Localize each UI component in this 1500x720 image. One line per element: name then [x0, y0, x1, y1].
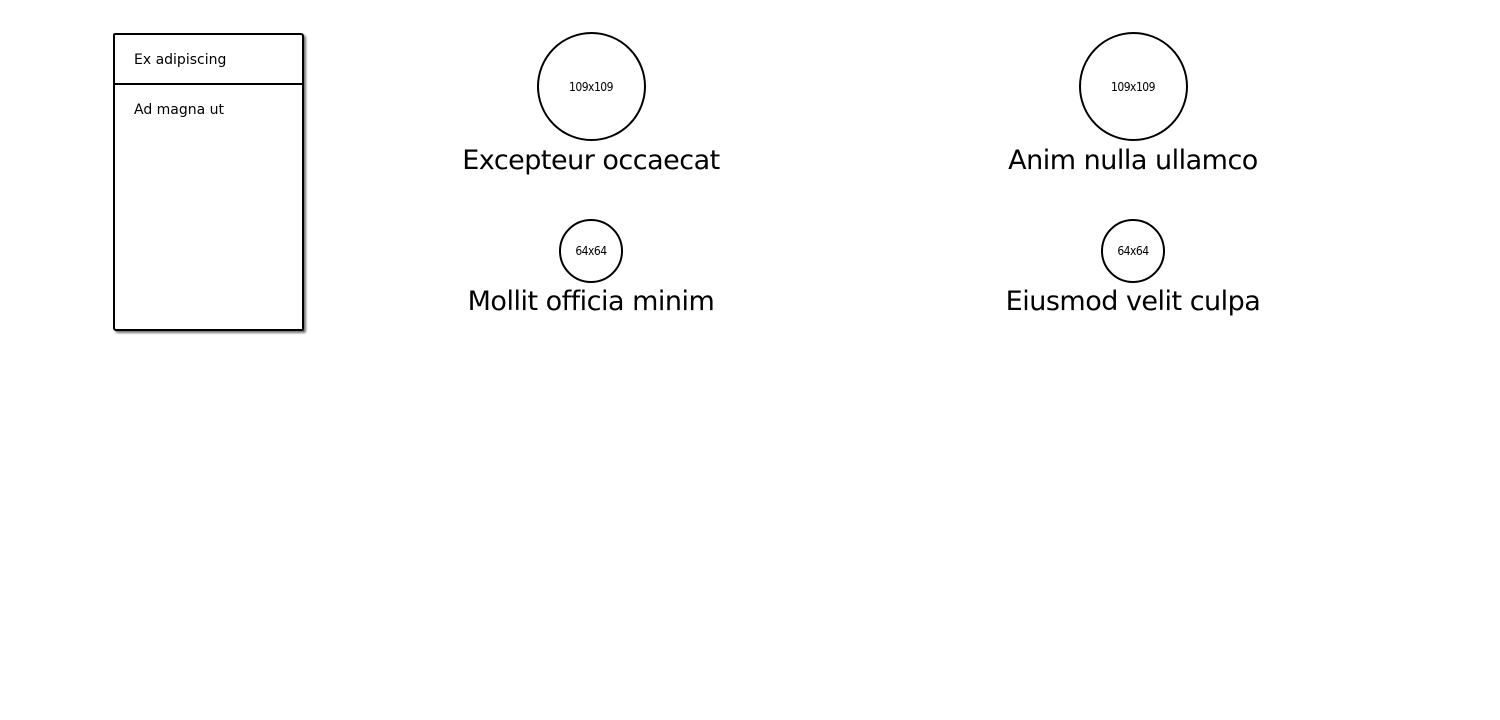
- menu-item-ad-magna-ut[interactable]: Ad magna ut: [115, 85, 302, 133]
- avatar-size-label: 109x109: [1110, 79, 1156, 94]
- avatar-size-label: 64x64: [575, 244, 607, 258]
- avatar-name: Mollit officia minim: [467, 286, 715, 317]
- menu-item-label: Ad magna ut: [134, 102, 225, 118]
- avatar[interactable]: 109x109: [1078, 32, 1188, 141]
- avatar-name: Eiusmod velit culpa: [1005, 286, 1261, 317]
- avatar[interactable]: 64x64: [559, 219, 623, 283]
- avatar[interactable]: 64x64: [1101, 219, 1165, 283]
- avatar-card: 64x64 Eiusmod velit culpa: [1000, 219, 1266, 315]
- avatar-card: 64x64 Mollit officia minim: [457, 219, 725, 315]
- menu-item-ex-adipiscing[interactable]: Ex adipiscing: [115, 35, 302, 85]
- avatar-name: Anim nulla ullamco: [1008, 145, 1258, 176]
- avatar-card: 109x109 Anim nulla ullamco: [1000, 32, 1266, 174]
- avatar-name: Excepteur occaecat: [462, 145, 720, 176]
- avatar[interactable]: 109x109: [536, 32, 646, 141]
- avatar-size-label: 64x64: [1117, 244, 1149, 258]
- avatar-size-label: 109x109: [568, 79, 614, 94]
- menu-item-label: Ex adipiscing: [134, 52, 227, 68]
- avatar-card: 109x109 Excepteur occaecat: [457, 32, 725, 174]
- sidebar-menu: Ex adipiscing Ad magna ut: [113, 33, 304, 331]
